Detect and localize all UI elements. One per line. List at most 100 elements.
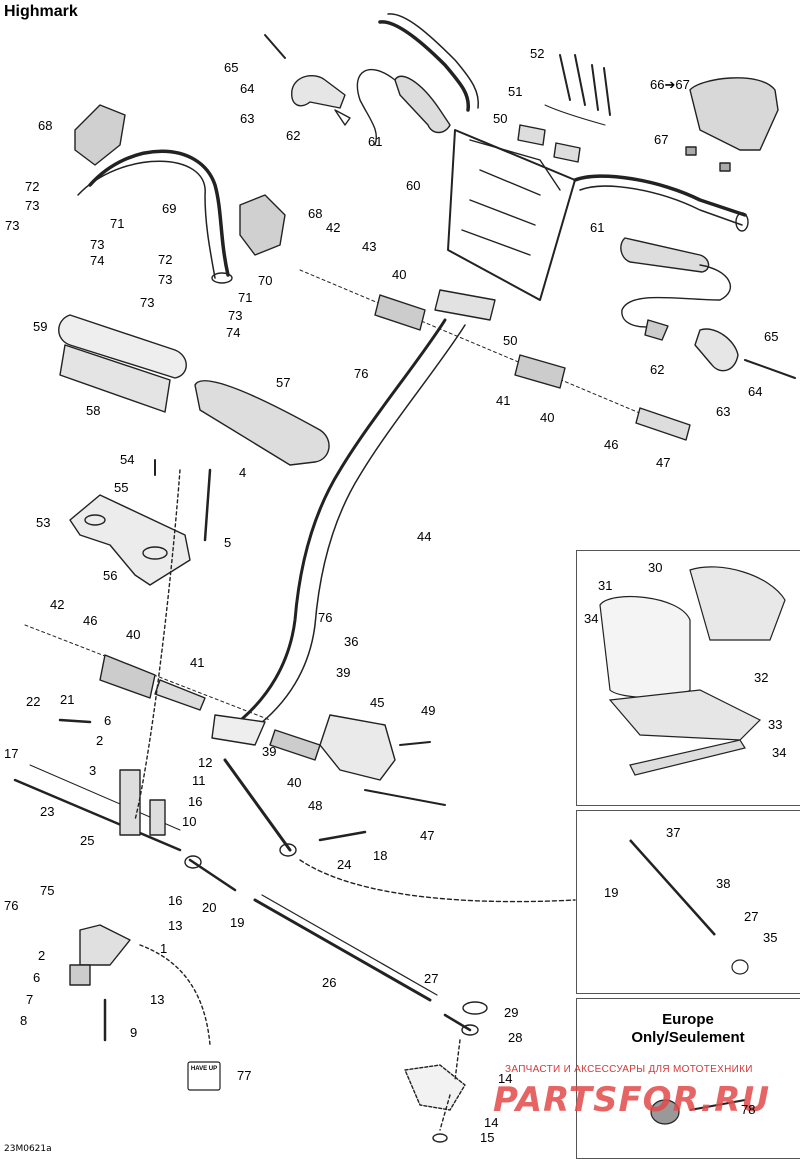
callout-part: 73 (90, 237, 105, 252)
callout-part: 34 (772, 745, 787, 760)
callout-part: 70 (258, 273, 273, 288)
callout-part: 8 (20, 1013, 28, 1028)
callout-part: 67 (654, 132, 669, 147)
callout-part: 21 (60, 692, 75, 707)
handlebar-main (378, 13, 749, 301)
callout-part: 13 (168, 918, 183, 933)
callout-part: 4 (239, 465, 247, 480)
callout-part: 50 (503, 333, 518, 348)
callout-part: 36 (344, 634, 359, 649)
callout-part: 19 (604, 885, 619, 900)
callout-part: 34 (584, 611, 599, 626)
callout-part: 30 (648, 560, 663, 575)
handlebar-cover (689, 77, 779, 151)
callout-part: 46 (604, 437, 619, 452)
callout-part: 7 (26, 992, 34, 1007)
bar-pad-59 (58, 314, 187, 379)
callout-part: 26 (322, 975, 337, 990)
callout-part: 45 (370, 695, 385, 710)
callout-part: 56 (103, 568, 118, 583)
callout-part: 46 (83, 613, 98, 628)
europe-title-line1: Europe (662, 1011, 714, 1028)
callout-part: 27 (744, 909, 759, 924)
callout-part: 57 (276, 375, 291, 390)
throttle-housing-right (694, 328, 739, 372)
callout-part: 49 (421, 703, 436, 718)
callout-part: 13 (150, 992, 165, 1007)
callout-part: 65 (224, 60, 239, 75)
diagram-title: Highmark (4, 3, 78, 20)
callout-part: 73 (228, 308, 243, 323)
callout-part: 55 (114, 480, 129, 495)
handlebar-bend-69 (77, 149, 233, 284)
callout-part: 43 (362, 239, 377, 254)
callout-part: 71 (110, 216, 125, 231)
callout-part: 39 (336, 665, 351, 680)
watermark-tagline: ЗАПЧАСТИ И АКСЕССУАРЫ ДЛЯ МОТОТЕХНИКИ (505, 1064, 753, 1075)
callout-part: 59 (33, 319, 48, 334)
callout-part: 16 (188, 794, 203, 809)
callout-part: 31 (598, 578, 613, 593)
callout-part: 20 (202, 900, 217, 915)
callout-part: 58 (86, 403, 101, 418)
callout-part: 37 (666, 825, 681, 840)
callout-part: 73 (5, 218, 20, 233)
callout-part: 35 (763, 930, 778, 945)
throttle-housing-left (291, 74, 346, 109)
callout-part: 11 (192, 773, 206, 788)
callout-part: 69 (162, 201, 177, 216)
callout-part: 39 (262, 744, 277, 759)
callout-part: 68 (308, 206, 323, 221)
callout-part: 27 (424, 971, 439, 986)
callout-part: 71 (238, 290, 253, 305)
callout-part: 73 (158, 272, 173, 287)
callout-part: 14 (484, 1115, 499, 1130)
callout-part: 22 (26, 694, 41, 709)
callout-part: 38 (716, 876, 731, 891)
bar-pad-57 (194, 380, 330, 466)
mount-plate (69, 494, 191, 586)
callout-part: 10 (182, 814, 197, 829)
callout-part: 72 (158, 252, 173, 267)
callout-part: 62 (286, 128, 301, 143)
callout-part: 1 (160, 941, 168, 956)
callout-part: 73 (140, 295, 155, 310)
callout-part: 78 (741, 1102, 756, 1117)
europe-only-title: Europe Only/Seulement (576, 1011, 800, 1047)
callout-part: 17 (4, 746, 19, 761)
callout-part: 63 (240, 111, 255, 126)
bracket-45 (319, 714, 396, 781)
callout-part: 42 (50, 597, 65, 612)
callout-part: 40 (392, 267, 407, 282)
have-up-label: HAVE UP (190, 1066, 218, 1072)
throttle-lever-left (334, 109, 351, 126)
throttle-lever-right (644, 319, 669, 341)
callout-part: 40 (126, 627, 141, 642)
callout-part: 14 (498, 1071, 513, 1086)
callout-part: 61 (590, 220, 605, 235)
callout-part: 18 (373, 848, 388, 863)
callout-part: 66➔67 (650, 77, 690, 92)
inset-tie-rod-end (576, 810, 800, 994)
steering-arm-1 (79, 924, 131, 966)
callout-part: 60 (406, 178, 421, 193)
callout-part: 48 (308, 798, 323, 813)
right-grip (620, 237, 732, 328)
callout-part: 19 (230, 915, 245, 930)
callout-part: 33 (768, 717, 783, 732)
callout-part: 68 (38, 118, 53, 133)
callout-part: 53 (36, 515, 51, 530)
callout-part: 15 (480, 1130, 495, 1145)
bar-pad-58 (59, 344, 171, 413)
callout-part: 2 (38, 948, 46, 963)
callout-part: 3 (89, 763, 97, 778)
callout-part: 54 (120, 452, 135, 467)
callout-part: 6 (104, 713, 112, 728)
callout-part: 77 (237, 1068, 252, 1083)
callout-part: 23 (40, 804, 55, 819)
callout-part: 47 (656, 455, 671, 470)
callout-part: 25 (80, 833, 95, 848)
europe-title-line2: Only/Seulement (631, 1029, 745, 1046)
callout-part: 44 (417, 529, 432, 544)
